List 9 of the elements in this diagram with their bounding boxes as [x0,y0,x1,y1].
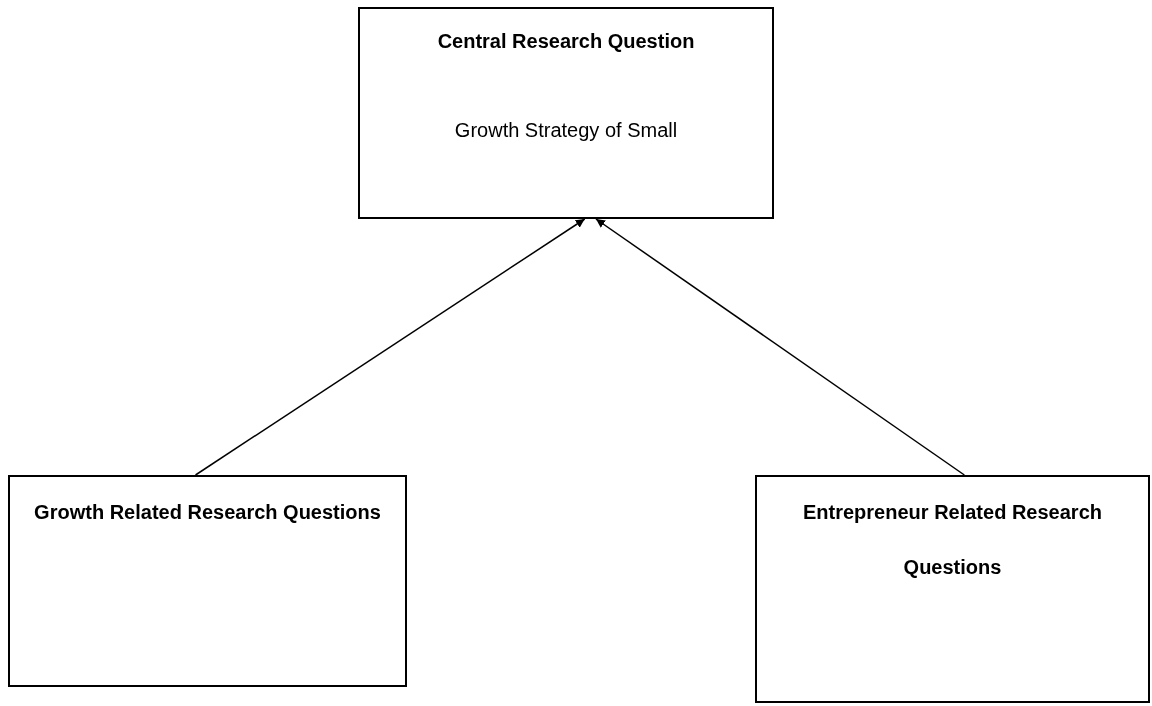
arrow [194,218,586,476]
question-box [8,475,407,687]
arrow [595,218,966,476]
question-box [358,7,774,219]
question-box [755,475,1150,703]
box-heading: Central Research Question [437,29,695,53]
box-heading: Growth Related Research Questions [34,500,381,525]
box-text: Growth Strategy of Small [454,119,678,142]
box-heading: Entrepreneur Related Research Questions [802,500,1103,580]
